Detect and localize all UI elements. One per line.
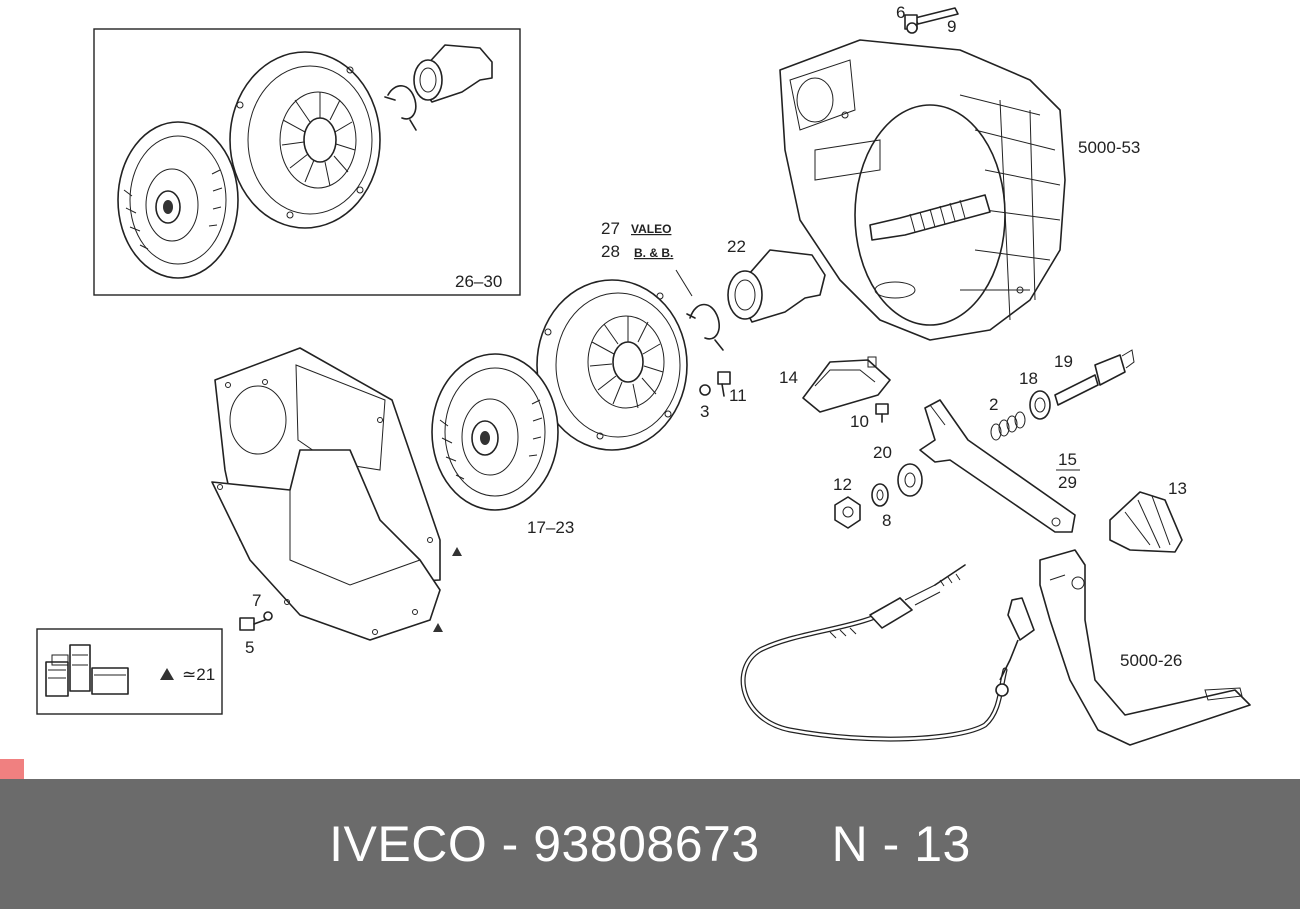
callout-2: 2	[989, 395, 998, 414]
bolt-10	[875, 403, 889, 423]
callout-27: 27	[601, 219, 620, 238]
callout-6: 6	[896, 3, 905, 22]
callout-22: 22	[727, 237, 746, 256]
footer-separator: -	[882, 816, 900, 872]
callout-5: 5	[245, 638, 254, 657]
clutch-cable	[740, 564, 1035, 742]
inset-box-label: 26–30	[455, 272, 502, 291]
callout-8: 8	[882, 511, 891, 530]
marker-triangle-icon	[160, 668, 174, 680]
washer-18	[1029, 390, 1051, 420]
inset-release-bearing	[384, 44, 493, 131]
marker-triangle	[433, 623, 443, 632]
callout-28: 28	[601, 242, 620, 261]
washer-8	[871, 483, 889, 507]
bolt-5-7	[239, 611, 273, 631]
clutch-disc	[431, 353, 559, 511]
footer-part-number: 93808673	[533, 816, 760, 872]
callout-20: 20	[873, 443, 892, 462]
callout-13: 13	[1168, 479, 1187, 498]
legend-label: ≃21	[182, 665, 215, 684]
callout-7: 7	[252, 591, 261, 610]
brand-bb: B. & B.	[634, 246, 673, 260]
spring-2	[990, 411, 1026, 441]
cover-14	[802, 356, 891, 413]
footer-ref-number: 13	[914, 816, 971, 872]
washer-20	[897, 463, 923, 497]
release-fork-15-29	[919, 399, 1076, 533]
exploded-parts-diagram: 26–30 6 9 5000-53 27 VALEO 28 B. & B	[36, 3, 1251, 746]
callout-9: 9	[947, 17, 956, 36]
callout-19: 19	[1054, 352, 1073, 371]
inset-clutch-disc	[117, 121, 239, 279]
pressure-plate	[536, 279, 688, 451]
callout-11: 11	[729, 386, 747, 405]
footer-bar: IVECO - 93808673 N - 13	[0, 779, 1300, 909]
callout-3: 3	[700, 402, 709, 421]
legend-box: ≃21	[36, 628, 223, 715]
callout-5000-26: 5000-26	[1120, 651, 1182, 670]
footer-caption: IVECO - 93808673 N - 13	[329, 815, 971, 873]
seal-kit-icon	[45, 644, 129, 697]
release-bearing	[727, 249, 826, 323]
inset-pressure-plate	[229, 51, 381, 229]
footer-ref-prefix: N	[831, 816, 869, 872]
clutch-pedal	[1039, 549, 1251, 746]
callout-14: 14	[779, 368, 798, 387]
callout-29: 29	[1058, 473, 1077, 492]
marker-triangle	[452, 547, 462, 556]
callout-5000-53: 5000-53	[1078, 138, 1140, 157]
callout-18: 18	[1019, 369, 1038, 388]
callout-10: 10	[850, 412, 869, 431]
bolt-6-9	[904, 7, 959, 34]
screw-3-11	[699, 371, 731, 397]
brand-valeo: VALEO	[631, 222, 671, 236]
rubber-boot-13	[1109, 491, 1183, 553]
inset-box-clutch-kit: 26–30	[93, 28, 521, 296]
nut-12	[834, 496, 861, 529]
callout-15: 15	[1058, 450, 1077, 469]
bell-housing	[779, 7, 1066, 341]
corner-marker	[0, 759, 24, 779]
footer-brand: IVECO	[329, 816, 488, 872]
pivot-bolt-19	[1054, 349, 1135, 406]
flywheel-cover-plate	[211, 449, 441, 641]
callout-12: 12	[833, 475, 852, 494]
retaining-clip	[675, 269, 724, 351]
callout-17-23: 17–23	[527, 518, 574, 537]
footer-separator: -	[501, 816, 519, 872]
